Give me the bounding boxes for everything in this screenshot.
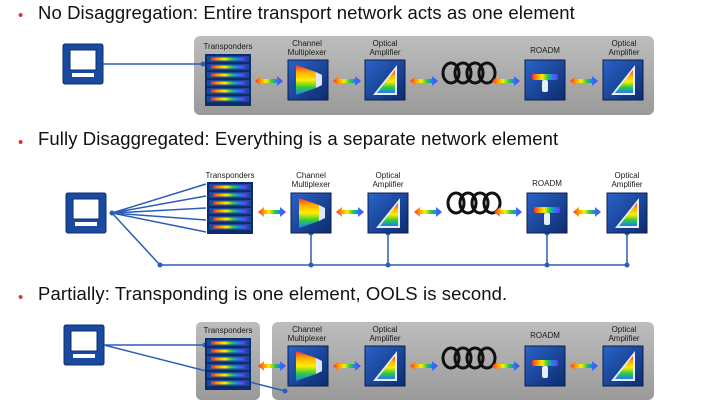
bullet-3: • — [18, 289, 24, 306]
heading-partially: Partially: Transponding is one element, … — [38, 283, 508, 304]
amplifier-icon — [367, 192, 409, 234]
amplifier-icon — [602, 59, 644, 101]
bullet-2: • — [18, 134, 24, 151]
roadm-icon — [524, 345, 566, 387]
link-arrow — [336, 207, 364, 217]
label-amplifier-line2: Amplifier — [608, 334, 639, 343]
transponder-stack-icon — [205, 54, 251, 106]
label-optical-line1: Optical — [373, 325, 398, 334]
link-arrow — [414, 207, 442, 217]
amplifier-icon — [364, 345, 406, 387]
computer-monitor-icon — [63, 324, 105, 366]
label-optical-line1: Optical — [373, 39, 398, 48]
management-links — [103, 344, 286, 392]
label-channel-line1: Channel — [292, 39, 322, 48]
link-arrow — [573, 207, 601, 217]
label-amplifier-line2: Amplifier — [372, 180, 403, 189]
roadm-icon — [526, 192, 568, 234]
computer-monitor-icon — [62, 43, 104, 85]
label-optical-line1: Optical — [376, 171, 401, 180]
ools-panel — [272, 322, 654, 400]
transponder-stack-icon — [205, 338, 251, 390]
label-transponders: Transponders — [203, 326, 252, 335]
amplifier-icon — [602, 345, 644, 387]
label-amplifier-line2: Amplifier — [369, 48, 400, 57]
label-multiplexer-line2: Multiplexer — [288, 48, 327, 57]
transponder-stack-icon — [207, 182, 253, 234]
heading-fully-disaggregated: Fully Disaggregated: Everything is a sep… — [38, 128, 559, 149]
label-amplifier-line2: Amplifier — [611, 180, 642, 189]
row-no-disaggregation: Transponders Channel Multiplexer Optical… — [62, 36, 654, 115]
heading-no-disaggregation: No Disaggregation: Entire transport netw… — [38, 2, 575, 23]
label-optical-line1: Optical — [612, 39, 637, 48]
label-roadm: ROADM — [530, 46, 560, 55]
label-optical-line1: Optical — [615, 171, 640, 180]
label-transponders: Transponders — [205, 171, 254, 180]
row-partially: Transponders Channel Multiplexer Optical… — [63, 322, 654, 400]
link-arrow — [494, 207, 522, 217]
label-multiplexer-line2: Multiplexer — [288, 334, 327, 343]
transport-panel — [194, 36, 654, 115]
label-roadm: ROADM — [530, 331, 560, 340]
label-optical-line1: Optical — [612, 325, 637, 334]
computer-monitor-icon — [65, 192, 107, 234]
row-fully-disaggregated: Transponders Channel Multiplexer Optical… — [65, 171, 648, 268]
label-channel-line1: Channel — [292, 325, 322, 334]
multiplexer-icon — [287, 345, 329, 387]
amplifier-icon — [364, 59, 406, 101]
multiplexer-icon — [290, 192, 332, 234]
label-channel-line1: Channel — [296, 171, 326, 180]
amplifier-icon — [606, 192, 648, 234]
label-amplifier-line2: Amplifier — [369, 334, 400, 343]
roadm-icon — [524, 59, 566, 101]
fiber-spool-icon — [446, 191, 502, 215]
label-amplifier-line2: Amplifier — [608, 48, 639, 57]
link-arrow — [258, 207, 286, 217]
label-multiplexer-line2: Multiplexer — [292, 180, 331, 189]
multiplexer-icon — [287, 59, 329, 101]
bullet-1: • — [18, 7, 24, 24]
label-roadm: ROADM — [532, 179, 562, 188]
label-transponders: Transponders — [203, 42, 252, 51]
